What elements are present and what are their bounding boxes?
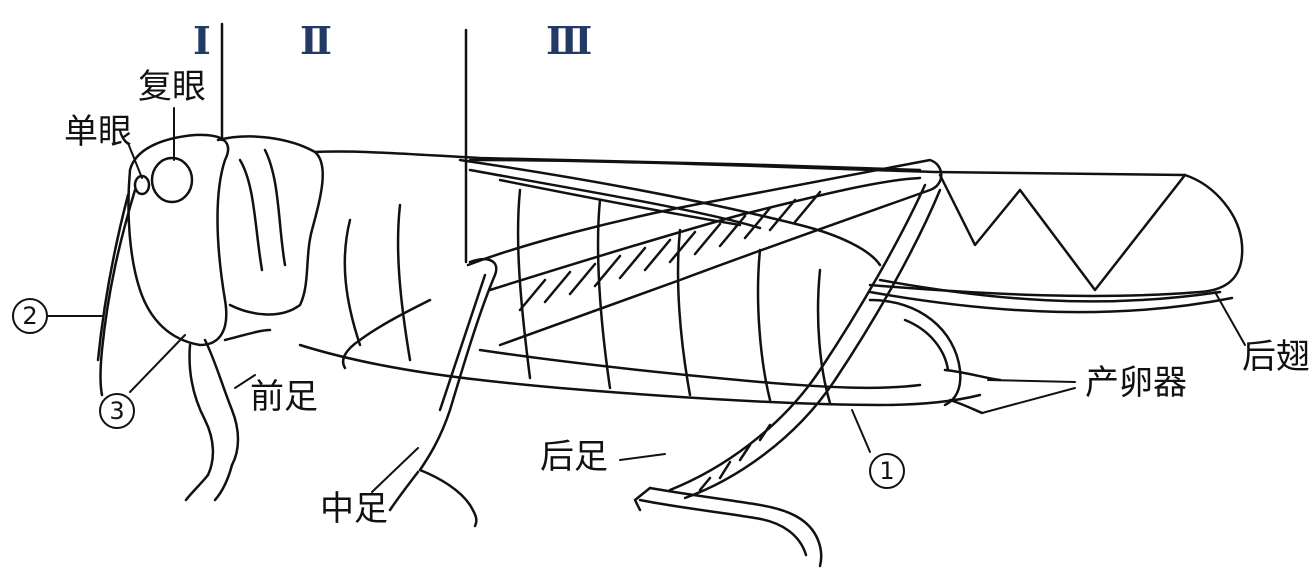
leader-3 [130, 335, 185, 392]
label-hind-wing: 后翅 [1242, 340, 1310, 374]
segment-label-2: Ⅱ [300, 22, 330, 60]
middle-leg [343, 259, 496, 526]
leader-1 [852, 410, 870, 452]
marker-1: 1 [869, 453, 905, 489]
leader-hind-leg [620, 454, 665, 460]
leader-hind-wing [1215, 292, 1245, 345]
leader-ovipositor-top [988, 380, 1075, 382]
segment-dividers [222, 24, 466, 262]
wings [460, 160, 1242, 312]
segment-label-1: Ⅰ [193, 22, 209, 60]
segment-label-3: Ⅲ [546, 22, 590, 60]
label-simple-eye: 单眼 [64, 115, 132, 149]
leader-ovipositor-bottom [982, 388, 1075, 413]
leader-middle-leg [372, 448, 418, 492]
marker-3: 3 [99, 393, 135, 429]
label-middle-leg: 中足 [320, 492, 388, 526]
label-ovipositor: 产卵器 [1085, 366, 1187, 400]
body-outline [98, 135, 1000, 413]
label-fore-leg: 前足 [250, 380, 318, 414]
label-compound-eye: 复眼 [138, 70, 206, 104]
label-hind-leg: 后足 [540, 440, 608, 474]
marker-2: 2 [12, 298, 48, 334]
hind-leg [468, 160, 941, 566]
